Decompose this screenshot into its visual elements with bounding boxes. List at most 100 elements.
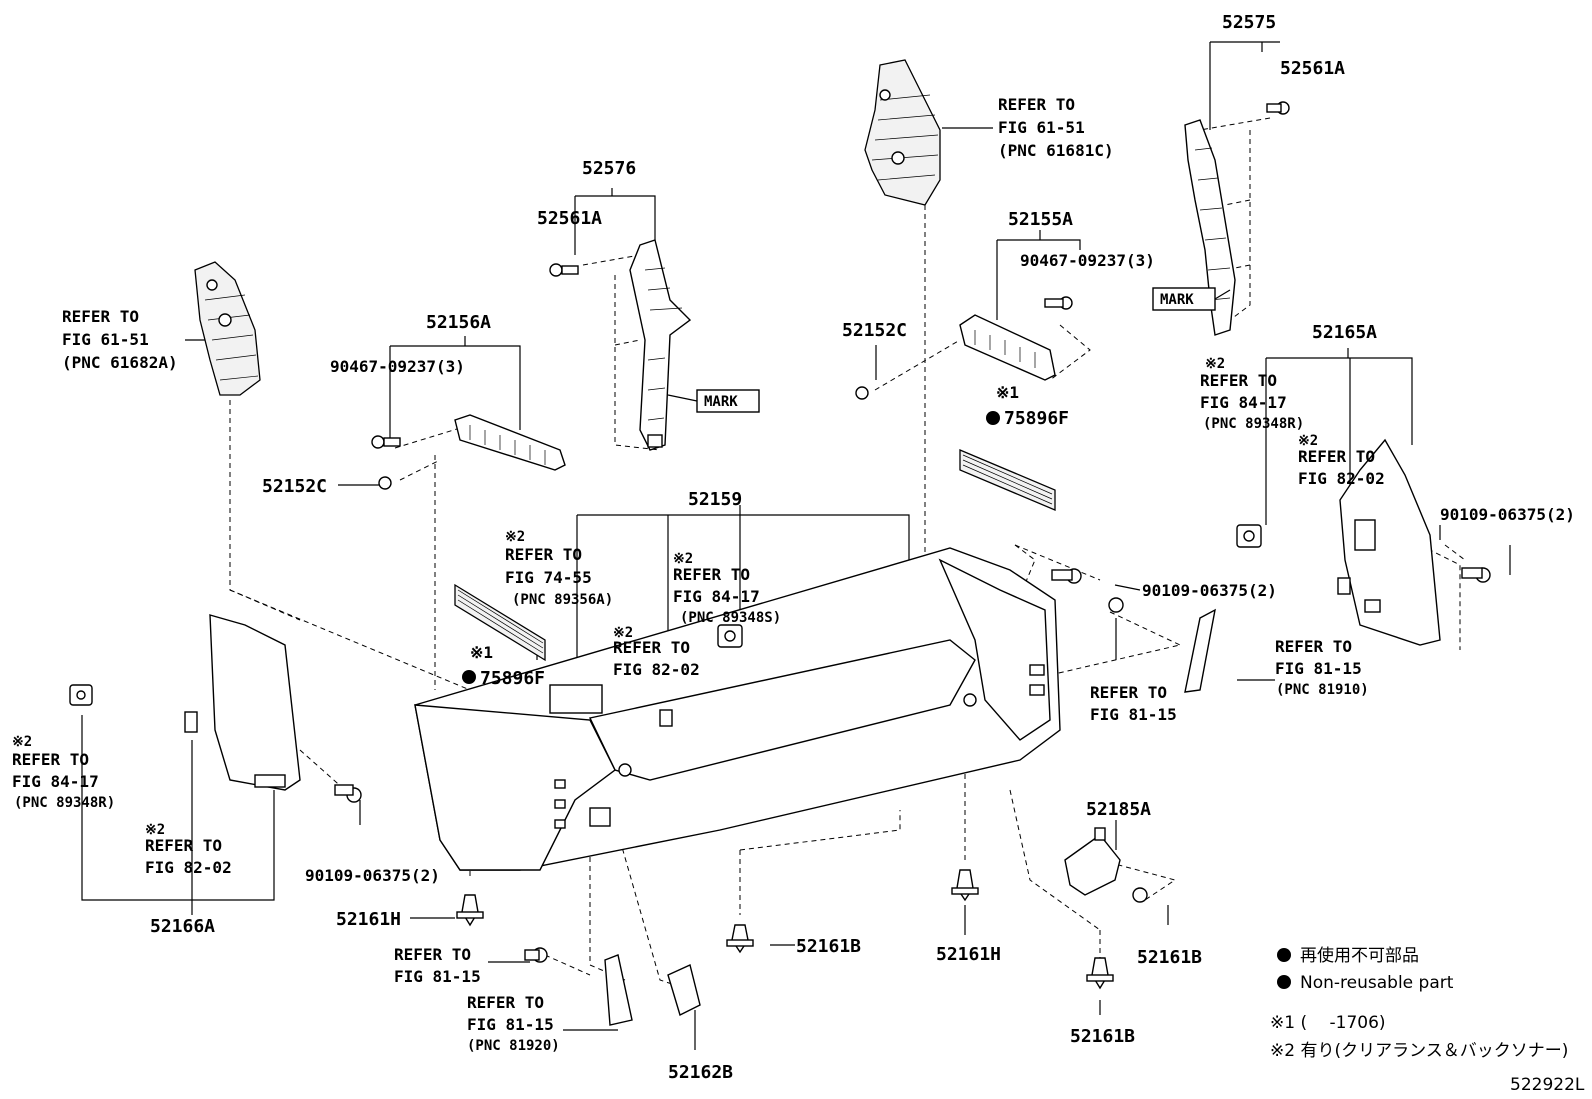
label-52166A: 52166A [150, 916, 215, 937]
cover-52185A [1064, 827, 1121, 896]
refer-to-fig-81-15-bottom-b: REFER TO FIG 81-15 (PNC 81920) [467, 993, 560, 1054]
svg-text:(PNC 89348R): (PNC 89348R) [1203, 416, 1304, 432]
label-90109-left: 90109-06375(2) [305, 866, 440, 885]
left-upper-bracket [194, 261, 261, 396]
label-52161B-bottom: 52161B [1070, 1026, 1135, 1047]
svg-text:※2: ※2 [673, 551, 693, 567]
mark-label-center: MARK [704, 394, 738, 410]
svg-text:FIG 74-55: FIG 74-55 [505, 568, 592, 587]
svg-text:REFER TO: REFER TO [145, 836, 222, 855]
label-75896F-right: 75896F [1004, 408, 1069, 429]
svg-text:※2: ※2 [1298, 433, 1318, 449]
svg-text:FIG 84-17: FIG 84-17 [673, 587, 760, 606]
retainer-52155A [959, 314, 1056, 381]
solid-leader-lines [81, 41, 1511, 1050]
refer-to-fig-84-17-left: ※2 REFER TO FIG 84-17 (PNC 89348R) [12, 734, 115, 811]
label-52152C-left: 52152C [262, 476, 327, 497]
refer-to-fig-82-02-center: ※2 REFER TO FIG 82-02 [613, 625, 700, 679]
label-90109-right: 90109-06375(2) [1142, 581, 1277, 600]
svg-text:FIG 84-17: FIG 84-17 [1200, 393, 1287, 412]
svg-text:FIG 81-15: FIG 81-15 [1275, 659, 1362, 678]
legend: 再使用不可部品 Non-reusable part ※1 ( -1706) ※2… [1270, 945, 1568, 1061]
svg-text:FIG 82-02: FIG 82-02 [1298, 469, 1385, 488]
label-75896F-left: 75896F [480, 668, 545, 689]
mark-boxes: MARK MARK [667, 287, 1231, 413]
refer-to-fig-81-15-mid: REFER TO FIG 81-15 [1090, 683, 1177, 724]
svg-text:REFER TO: REFER TO [505, 545, 582, 564]
svg-text:REFER TO: REFER TO [998, 95, 1075, 114]
reflector-right [1184, 608, 1216, 693]
label-52576: 52576 [582, 158, 636, 179]
label-52155A: 52155A [1008, 209, 1073, 230]
svg-text:(PNC 81910): (PNC 81910) [1276, 682, 1369, 698]
refer-to-fig-81-15-bottom-a: REFER TO FIG 81-15 [394, 945, 481, 986]
push-clips [456, 869, 1114, 990]
right-side-piece-52165A [1339, 438, 1441, 646]
fasteners [334, 101, 1491, 963]
label-52575: 52575 [1222, 12, 1276, 33]
svg-text:(PNC 81920): (PNC 81920) [467, 1038, 560, 1054]
retainer-52156A [454, 414, 566, 471]
label-90109-far-right: 90109-06375(2) [1440, 505, 1575, 524]
refer-to-fig-81-15-right: REFER TO FIG 81-15 (PNC 81910) [1275, 637, 1369, 698]
svg-text:FIG 84-17: FIG 84-17 [12, 772, 99, 791]
refer-to-fig-82-02-right: ※2 REFER TO FIG 82-02 [1298, 433, 1385, 488]
svg-text:※2: ※2 [505, 529, 525, 545]
note1-mark-right: ※1 [996, 383, 1019, 402]
mark-label-right: MARK [1160, 292, 1194, 308]
svg-text:※2: ※2 [1205, 356, 1225, 372]
svg-text:REFER TO: REFER TO [467, 993, 544, 1012]
svg-text:REFER TO: REFER TO [12, 750, 89, 769]
svg-text:FIG 81-15: FIG 81-15 [1090, 705, 1177, 724]
legend-note-1: ※1 ( -1706) [1270, 1013, 1386, 1033]
label-90467-left: 90467-09237(3) [330, 357, 465, 376]
svg-text:(PNC 89356A): (PNC 89356A) [512, 592, 613, 608]
svg-text:※2: ※2 [613, 625, 633, 641]
svg-text:FIG 61-51: FIG 61-51 [62, 330, 149, 349]
svg-text:FIG 81-15: FIG 81-15 [467, 1015, 554, 1034]
stay-52575 [1184, 119, 1236, 336]
refer-to-fig-61-51-right: REFER TO FIG 61-51 (PNC 61681C) [942, 95, 1114, 160]
refer-to-fig-82-02-left: ※2 REFER TO FIG 82-02 [145, 822, 232, 877]
note1-mark-left: ※1 [470, 643, 493, 662]
refer-to-fig-84-17-center: ※2 REFER TO FIG 84-17 (PNC 89348S) [673, 551, 781, 626]
cap-52162B [667, 964, 701, 1016]
svg-text:REFER TO: REFER TO [394, 945, 471, 964]
svg-text:FIG 81-15: FIG 81-15 [394, 967, 481, 986]
center-stay-52576 [629, 239, 692, 451]
svg-text:REFER TO: REFER TO [613, 638, 690, 657]
legend-dot-2 [1277, 975, 1291, 989]
label-52185A: 52185A [1086, 799, 1151, 820]
reflector-left [604, 954, 633, 1026]
refer-to-fig-84-17-right: ※2 REFER TO FIG 84-17 (PNC 89348R) [1200, 356, 1304, 432]
right-upper-bracket [864, 59, 941, 206]
svg-text:※2: ※2 [145, 822, 165, 838]
refer-to-fig-61-51-left: REFER TO FIG 61-51 (PNC 61682A) [62, 307, 178, 372]
label-52156A: 52156A [426, 312, 491, 333]
label-52561A-left: 52561A [537, 208, 602, 229]
svg-text:※2: ※2 [12, 734, 32, 750]
non-reusable-dot-left [462, 670, 476, 684]
tape-75896F [454, 449, 1056, 662]
svg-text:REFER TO: REFER TO [62, 307, 139, 326]
label-90467-right: 90467-09237(3) [1020, 251, 1155, 270]
non-reusable-dot-right [986, 411, 1000, 425]
svg-text:REFER TO: REFER TO [1200, 371, 1277, 390]
svg-text:(PNC 61682A): (PNC 61682A) [62, 353, 178, 372]
dashed-connection-lines [229, 117, 1466, 991]
label-52161H-left: 52161H [336, 909, 401, 930]
label-52152C-right: 52152C [842, 320, 907, 341]
left-side-piece-52166A [209, 614, 301, 791]
sensor-holders [69, 524, 1351, 733]
svg-text:REFER TO: REFER TO [1090, 683, 1167, 702]
label-52162B: 52162B [668, 1062, 733, 1083]
part-number-labels: 52575 52561A 52576 52561A 52155A 90467-0… [150, 12, 1575, 1083]
label-52165A: 52165A [1312, 322, 1377, 343]
legend-note-2: ※2 有り(クリアランス＆バックソナー) [1270, 1041, 1568, 1061]
label-52159: 52159 [688, 489, 742, 510]
non-reusable-tape-labels: ※1 75896F ※1 75896F [462, 383, 1069, 689]
legend-dot-1 [1277, 948, 1291, 962]
label-52161H-right: 52161H [936, 944, 1001, 965]
figure-id: 522922L [1510, 1075, 1585, 1095]
